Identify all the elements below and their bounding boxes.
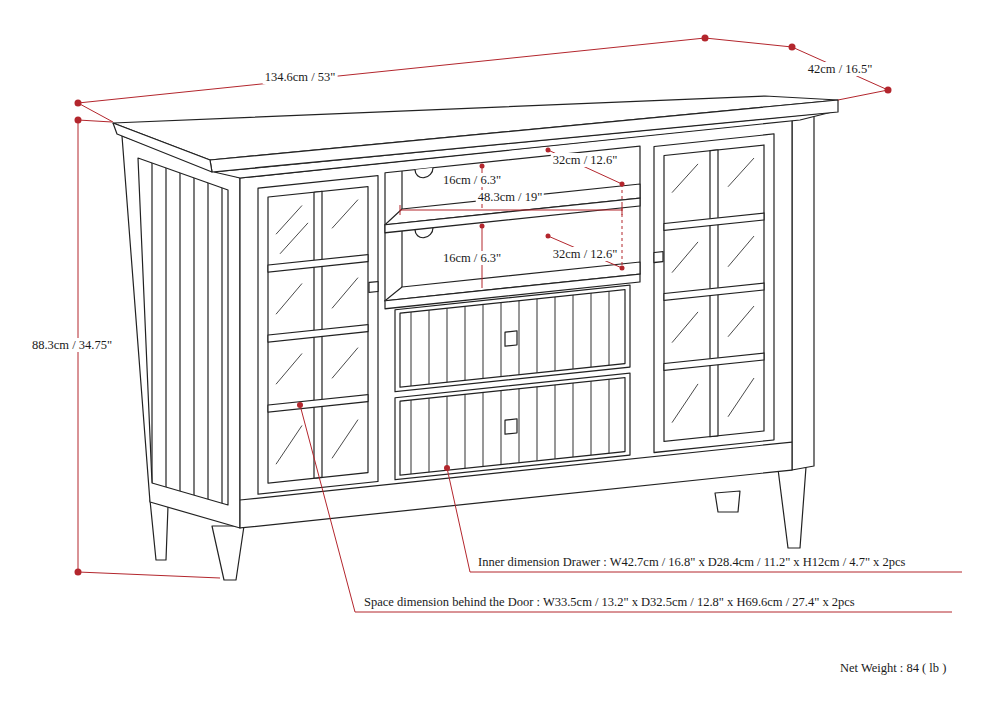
top-surface bbox=[113, 96, 838, 160]
dimension-label: 16cm / 6.3" bbox=[441, 173, 503, 187]
dimension-label: 32cm / 12.6" bbox=[551, 247, 619, 261]
note-label: Space dimension behind the Door : W33.5c… bbox=[362, 595, 857, 609]
top-front-edge bbox=[210, 100, 838, 172]
leg bbox=[778, 467, 806, 548]
dimension-label: 134.6cm / 53" bbox=[263, 70, 338, 84]
dimension-label: 16cm / 6.3" bbox=[441, 251, 503, 265]
cabinet-front bbox=[240, 120, 792, 528]
note-label: Inner dimension Drawer : W42.7cm / 16.8"… bbox=[476, 555, 907, 569]
note-label: Net Weight : 84 ( lb ) bbox=[838, 661, 948, 675]
top-side-edge bbox=[113, 123, 212, 172]
dimension-label: 48.3cm / 19" bbox=[476, 190, 544, 204]
leg bbox=[150, 500, 168, 560]
leg bbox=[715, 491, 740, 512]
dimension-label: 32cm / 12.6" bbox=[551, 153, 619, 167]
dimension-label: 42cm / 16.5" bbox=[806, 62, 874, 76]
side-slats bbox=[152, 100, 222, 600]
right-stile bbox=[792, 116, 814, 470]
dimension-lines bbox=[78, 38, 962, 612]
dimension-dots bbox=[75, 35, 892, 576]
dimension-label: 88.3cm / 34.75" bbox=[30, 338, 114, 352]
leg bbox=[212, 526, 244, 580]
